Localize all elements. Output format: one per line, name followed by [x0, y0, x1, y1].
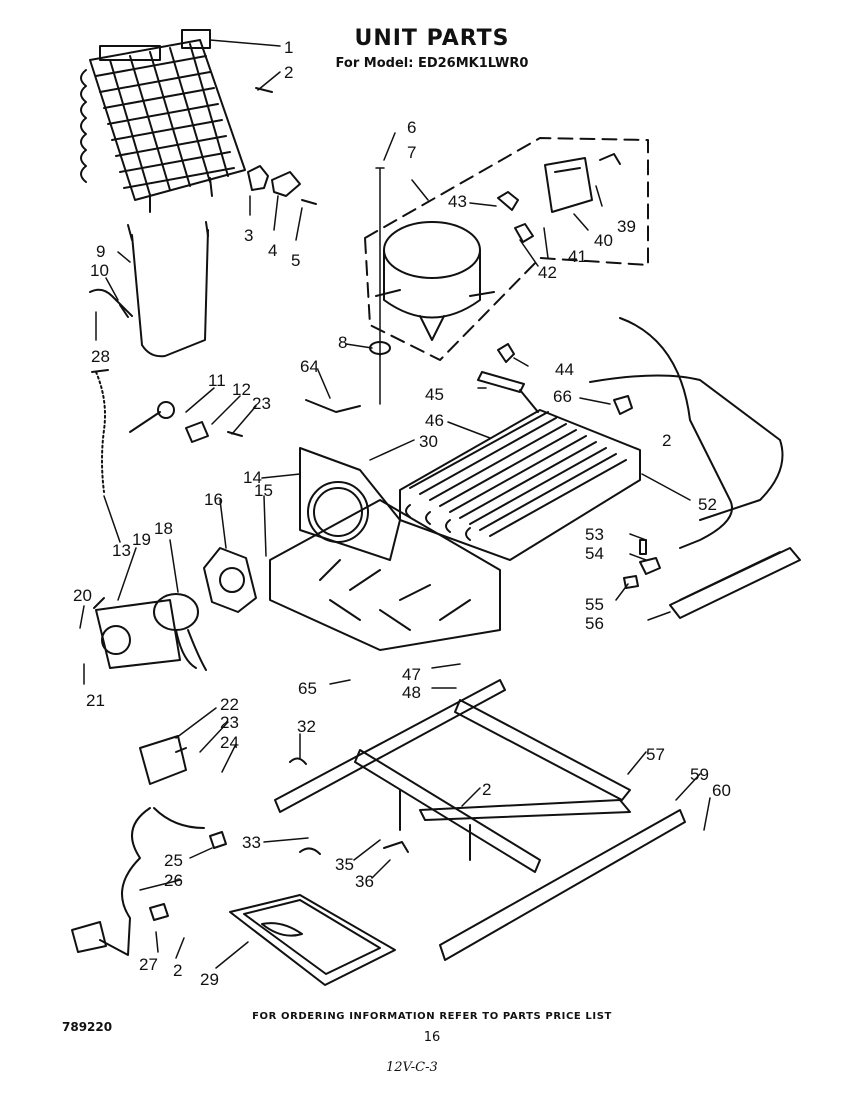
callout-5: 5	[291, 251, 300, 270]
callout-60: 60	[712, 781, 731, 800]
callout-23: 23	[252, 394, 271, 413]
callout-2: 2	[284, 63, 293, 82]
callout-1: 1	[284, 38, 293, 57]
callout-26: 26	[164, 871, 183, 890]
page-number: 16	[423, 1030, 441, 1045]
evaporator-coil	[80, 29, 246, 213]
callout-65: 65	[298, 679, 317, 698]
small-brackets	[247, 87, 317, 205]
callout-18: 18	[154, 519, 173, 538]
callout-33: 33	[242, 833, 261, 852]
compressor-assembly	[364, 137, 649, 361]
callout-23b: 23	[220, 713, 239, 732]
heater-clip	[89, 288, 133, 317]
callout-11: 11	[208, 371, 226, 390]
page-title: UNIT PARTS	[354, 26, 510, 51]
callout-29: 29	[200, 970, 219, 989]
callout-57: 57	[646, 745, 665, 764]
callout-30: 30	[419, 432, 438, 451]
callout-40: 40	[594, 231, 613, 250]
ordering-note: FOR ORDERING INFORMATION REFER TO PARTS …	[252, 1011, 612, 1022]
callout-47: 47	[402, 665, 421, 684]
callout-36: 36	[355, 872, 374, 891]
callout-3: 3	[244, 226, 253, 245]
callout-25: 25	[164, 851, 183, 870]
discharge-tube	[619, 317, 733, 549]
callout-59: 59	[690, 765, 709, 784]
callout-64: 64	[300, 357, 319, 376]
callout-12: 12	[232, 380, 251, 399]
callout-28: 28	[91, 347, 110, 366]
callout-56: 56	[585, 614, 604, 633]
callout-16: 16	[204, 490, 223, 509]
callout-66: 66	[553, 387, 572, 406]
callout-6: 6	[407, 118, 416, 137]
callout-labels: 1 2 3 4 5 9 10 28 6 7 43 39 40 41 42 8 6…	[73, 38, 731, 989]
filter-dryer	[477, 371, 525, 393]
callout-4: 4	[268, 241, 277, 260]
callout-15: 15	[254, 481, 273, 500]
callout-54: 54	[585, 544, 604, 563]
callout-22: 22	[220, 695, 239, 714]
callout-7: 7	[407, 143, 416, 162]
handwritten-note: 12V-C-3	[386, 1060, 438, 1075]
callout-19: 19	[132, 530, 151, 549]
bracket-56	[669, 547, 801, 619]
callout-52: 52	[698, 495, 717, 514]
callout-53: 53	[585, 525, 604, 544]
callout-9: 9	[96, 242, 105, 261]
drain-pan	[229, 894, 396, 986]
document-number: 789220	[62, 1020, 113, 1034]
callout-13: 13	[112, 541, 131, 560]
callout-55: 55	[585, 595, 604, 614]
wire-harness	[95, 371, 106, 493]
callout-32: 32	[297, 717, 316, 736]
callout-21: 21	[86, 691, 105, 710]
power-cord	[71, 807, 205, 956]
callout-2b: 2	[662, 431, 671, 450]
callout-14: 14	[243, 468, 262, 487]
relay	[139, 735, 187, 785]
cradle-frame	[274, 679, 631, 873]
callout-20: 20	[73, 586, 92, 605]
defrost-heater	[127, 221, 209, 358]
callout-10: 10	[90, 261, 109, 280]
callout-8: 8	[338, 333, 347, 352]
callout-48: 48	[402, 683, 421, 702]
callout-39: 39	[617, 217, 636, 236]
model-subtitle: For Model: ED26MK1LWR0	[335, 56, 529, 71]
callout-42: 42	[538, 263, 557, 282]
callout-24: 24	[220, 733, 239, 752]
callout-43: 43	[448, 192, 467, 211]
callout-2c: 2	[482, 780, 491, 799]
callout-41: 41	[568, 247, 587, 266]
callout-44: 44	[555, 360, 574, 379]
fan-assembly	[93, 547, 257, 671]
rail-59	[439, 809, 686, 961]
callout-45: 45	[425, 385, 444, 404]
callout-2d: 2	[173, 961, 182, 980]
base-panel	[269, 447, 501, 651]
callout-35: 35	[335, 855, 354, 874]
callout-27: 27	[139, 955, 158, 974]
callout-46: 46	[425, 411, 444, 430]
